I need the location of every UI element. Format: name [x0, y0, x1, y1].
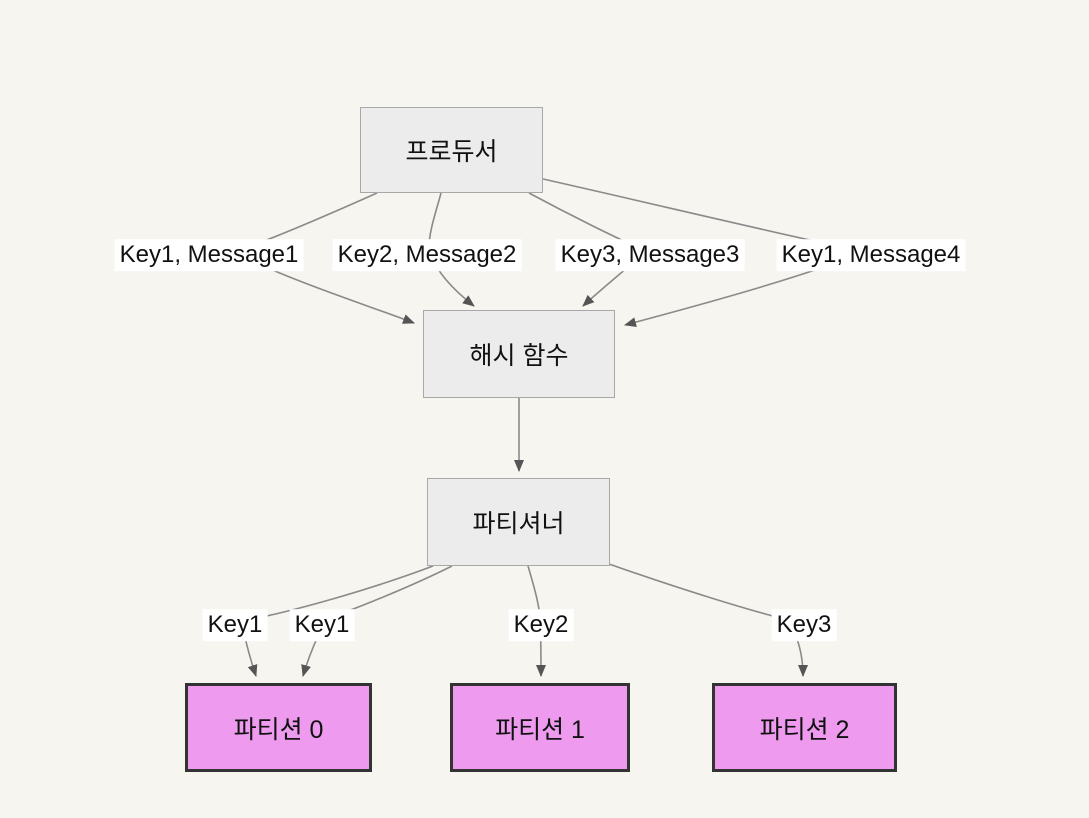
- edge-label-key3: Key3: [771, 609, 837, 641]
- node-partition-2: 파티션 2: [712, 683, 897, 772]
- node-partition-0-label: 파티션 0: [233, 715, 324, 744]
- node-partitioner: 파티셔너: [427, 478, 610, 566]
- node-hash-function-label: 해시 함수: [469, 342, 569, 370]
- edge-label-key2: Key2: [508, 609, 574, 641]
- edge-label-key1-a: Key1: [202, 609, 268, 641]
- node-hash-function: 해시 함수: [423, 310, 615, 398]
- node-producer-label: 프로듀서: [405, 138, 498, 166]
- edge-label-key1-message1: Key1, Message1: [114, 239, 304, 271]
- edge-label-key1-message4: Key1, Message4: [776, 239, 966, 271]
- node-partition-1: 파티션 1: [450, 683, 630, 772]
- edge-label-key1-b: Key1: [289, 609, 355, 641]
- node-partitioner-label: 파티셔너: [472, 510, 565, 538]
- edge-label-key3-message3: Key3, Message3: [555, 239, 745, 271]
- edge-label-key2-message2: Key2, Message2: [332, 239, 522, 271]
- node-partition-2-label: 파티션 2: [759, 715, 850, 744]
- node-partition-1-label: 파티션 1: [495, 715, 585, 744]
- edge-partitioner-p0-a: [241, 565, 434, 677]
- node-partition-0: 파티션 0: [185, 683, 372, 772]
- edge-partitioner-p2: [608, 563, 808, 677]
- node-producer: 프로듀서: [360, 107, 543, 193]
